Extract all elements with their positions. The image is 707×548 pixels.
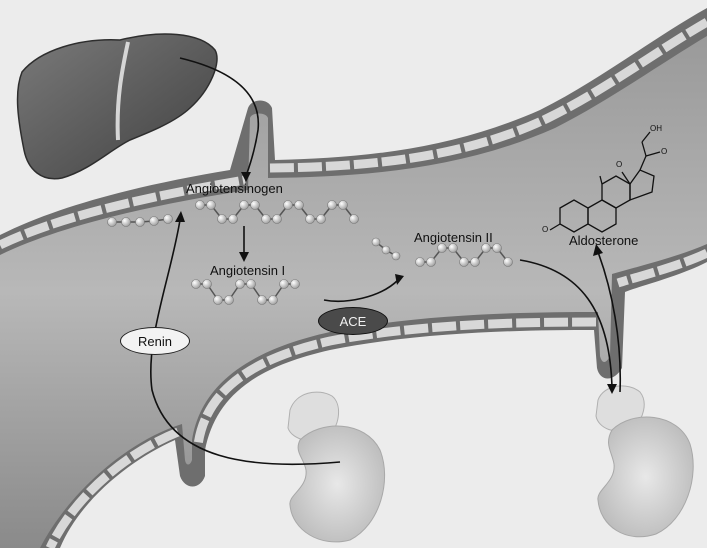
amino-acid-bead [269, 296, 278, 305]
amino-acid-bead [306, 215, 315, 224]
structure-oh-label: OH [650, 124, 662, 133]
amino-acid-bead [273, 215, 282, 224]
amino-acid-bead [427, 258, 436, 267]
amino-acid-bead [218, 215, 227, 224]
amino-acid-bead [328, 201, 337, 210]
amino-acid-bead [207, 201, 216, 210]
amino-acid-bead [493, 244, 502, 253]
amino-acid-bead [150, 217, 159, 226]
structure-o-ring-label: O [542, 225, 548, 234]
amino-acid-bead [136, 218, 145, 227]
amino-acid-bead [192, 280, 201, 289]
amino-acid-bead [280, 280, 289, 289]
amino-acid-bead [317, 215, 326, 224]
amino-acid-bead [382, 246, 390, 254]
angiotensinogen-label: Angiotensinogen [186, 181, 283, 196]
structure-o-carbonyl-label: O [661, 147, 667, 156]
renin-text: Renin [138, 334, 172, 349]
ace-enzyme-label: ACE [318, 307, 388, 335]
amino-acid-bead [471, 258, 480, 267]
amino-acid-bead [214, 296, 223, 305]
amino-acid-bead [251, 201, 260, 210]
amino-acid-bead [372, 238, 380, 246]
amino-acid-bead [203, 280, 212, 289]
amino-acid-bead [258, 296, 267, 305]
amino-acid-bead [229, 215, 238, 224]
structure-o-aldehyde-label: O [616, 160, 622, 169]
amino-acid-bead [108, 218, 117, 227]
renin-enzyme-label: Renin [120, 327, 190, 355]
amino-acid-bead [416, 258, 425, 267]
amino-acid-bead [504, 258, 513, 267]
amino-acid-bead [392, 252, 400, 260]
amino-acid-bead [196, 201, 205, 210]
angiotensin-i-label: Angiotensin I [210, 263, 285, 278]
amino-acid-bead [291, 280, 300, 289]
amino-acid-bead [350, 215, 359, 224]
amino-acid-bead [284, 201, 293, 210]
amino-acid-bead [295, 201, 304, 210]
amino-acid-bead [164, 215, 173, 224]
amino-acid-bead [225, 296, 234, 305]
ace-text: ACE [340, 314, 367, 329]
amino-acid-bead [240, 201, 249, 210]
aldosterone-label: Aldosterone [569, 233, 638, 248]
angiotensin-ii-label: Angiotensin II [414, 230, 493, 245]
amino-acid-bead [460, 258, 469, 267]
amino-acid-bead [122, 218, 131, 227]
amino-acid-bead [339, 201, 348, 210]
amino-acid-bead [247, 280, 256, 289]
amino-acid-bead [236, 280, 245, 289]
amino-acid-bead [262, 215, 271, 224]
